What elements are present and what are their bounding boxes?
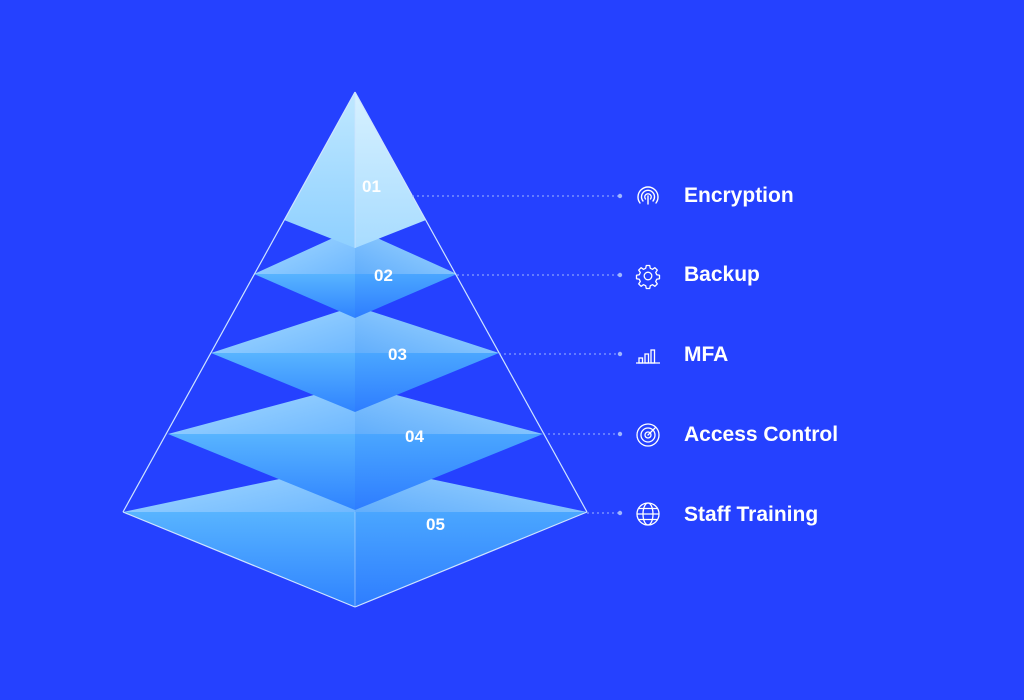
tier-04-front-right bbox=[355, 434, 543, 510]
connectors bbox=[412, 193, 623, 516]
tier-02-slab bbox=[254, 228, 457, 318]
tier-04-front-left bbox=[168, 434, 355, 510]
gear-icon bbox=[635, 264, 661, 290]
tier-05-label: Staff Training bbox=[684, 503, 819, 526]
tier-01-right-face bbox=[355, 92, 426, 248]
pyramid-outline bbox=[122, 91, 588, 608]
tier-03-front-right bbox=[355, 353, 499, 412]
tier-04-top-left bbox=[168, 384, 355, 434]
tier-01-apex bbox=[284, 92, 426, 248]
tier-03-front-left bbox=[211, 353, 355, 412]
target-icon bbox=[636, 423, 660, 447]
tier-02-front-left bbox=[254, 274, 355, 318]
tier-03-slab bbox=[211, 306, 499, 412]
tier-03-label: MFA bbox=[684, 343, 729, 366]
bar-chart-icon bbox=[636, 349, 660, 364]
tier-02-number: 02 bbox=[374, 266, 393, 285]
tier-04-number: 04 bbox=[405, 427, 424, 446]
tier-01-left-face bbox=[284, 92, 355, 248]
tier-04-label: Access Control bbox=[684, 423, 839, 446]
tier-05-number: 05 bbox=[426, 515, 445, 534]
globe-icon bbox=[636, 502, 660, 526]
tier-02-front-right bbox=[355, 274, 457, 318]
tier-04-slab bbox=[168, 384, 543, 510]
tier-03-number: 03 bbox=[388, 345, 407, 364]
radar-icon bbox=[637, 186, 659, 205]
tier-02-top-left bbox=[254, 228, 355, 274]
tier-03-top-left bbox=[211, 306, 355, 353]
tier-01-number: 01 bbox=[362, 177, 381, 196]
tier-04-top-right bbox=[355, 384, 543, 434]
tier-01-label: Encryption bbox=[684, 184, 794, 207]
tier-02-label: Backup bbox=[684, 263, 760, 286]
tier-03-top-right bbox=[355, 306, 499, 353]
tier-02-top-right bbox=[355, 228, 457, 274]
